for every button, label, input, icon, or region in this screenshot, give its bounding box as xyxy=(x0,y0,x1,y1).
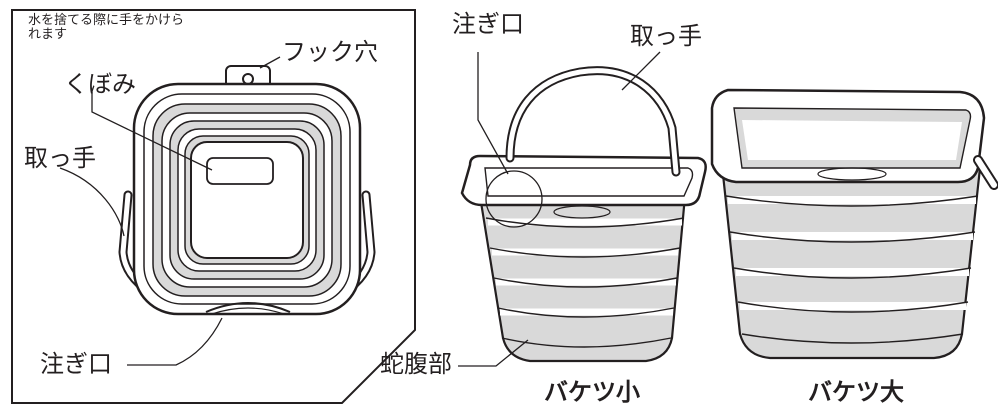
small-bucket-illustration xyxy=(460,66,707,363)
recess-label: くぼみ xyxy=(64,70,136,98)
bellows-label: 蛇腹部 xyxy=(380,350,452,378)
large-bucket-illustration xyxy=(710,88,998,360)
small-bucket-leaders xyxy=(458,51,661,367)
drain-grip-note: 水を捨てる際に手をかけられます xyxy=(28,13,185,42)
small-bucket-caption: バケツ小 xyxy=(544,378,640,406)
top-view-leaders xyxy=(59,56,281,366)
large-bucket-caption: バケツ大 xyxy=(808,378,904,406)
handle-label-top-view: 取っ手 xyxy=(24,144,96,172)
hook-hole-label: フック穴 xyxy=(282,38,378,66)
top-view-frame xyxy=(11,9,416,404)
top-view-bucket xyxy=(118,65,376,316)
spout-label-small: 注ぎ口 xyxy=(452,10,524,38)
handle-label-small: 取っ手 xyxy=(630,22,702,50)
spout-label-top-view: 注ぎ口 xyxy=(40,350,112,378)
